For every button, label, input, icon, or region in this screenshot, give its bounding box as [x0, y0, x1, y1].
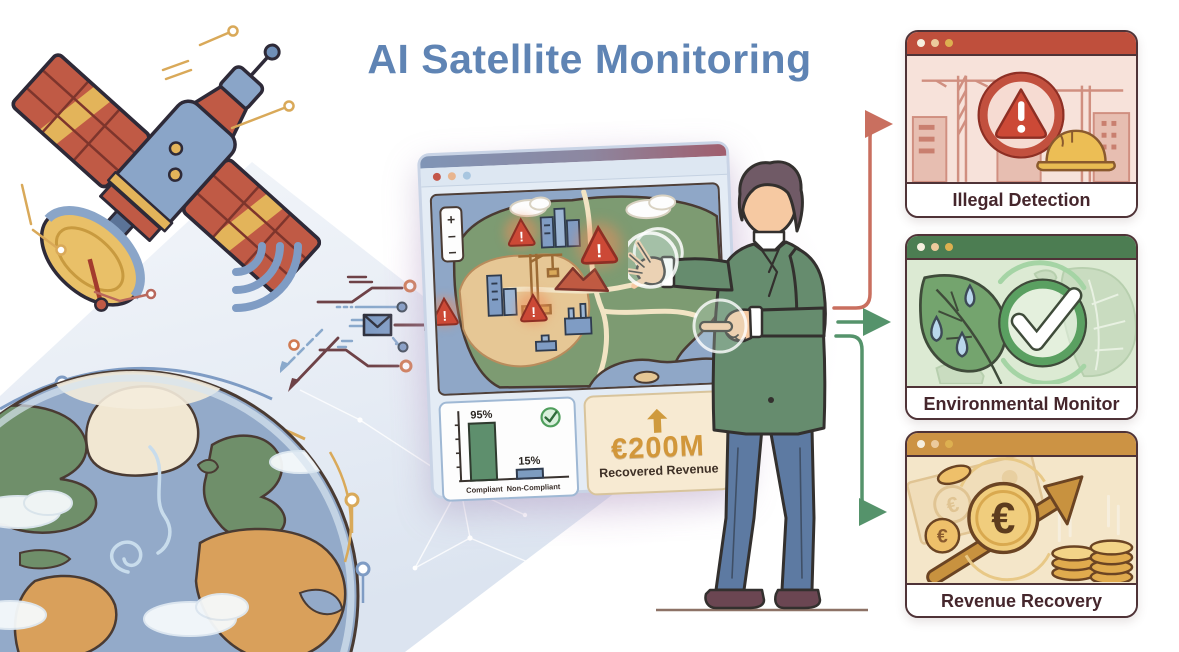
- map-view[interactable]: ! ! ! ! + − −: [429, 182, 728, 397]
- map-alert-icons[interactable]: ! ! ! !: [429, 211, 625, 329]
- card-header: [907, 433, 1136, 457]
- card-footer: Revenue Recovery: [907, 583, 1136, 616]
- arrow-to-illegal-detection: [832, 110, 893, 310]
- solar-panel-icon: [11, 53, 151, 189]
- hair: [737, 160, 804, 233]
- svg-text:!: !: [531, 304, 536, 320]
- zoom-out-button-2[interactable]: −: [448, 244, 457, 260]
- zoom-in-button[interactable]: +: [447, 211, 456, 227]
- circuit-decor: [20, 25, 295, 303]
- map-zoom-control[interactable]: + − −: [439, 206, 465, 263]
- card-label: Environmental Monitor: [923, 393, 1120, 414]
- check-icon: [540, 407, 561, 428]
- card-body: [907, 260, 1136, 386]
- bar-non-compliant: [515, 467, 545, 480]
- svg-text:!: !: [442, 308, 447, 324]
- dock-icon: [534, 334, 558, 352]
- bar-compliant: [467, 421, 499, 482]
- raised-hand: [628, 231, 679, 289]
- presenter-figure: [628, 160, 868, 612]
- satellite-dish-icon: [39, 206, 145, 312]
- compliance-bar-chart: 95% 15% Compliant Non-Compliant: [454, 407, 570, 495]
- check-circle-icon: [997, 260, 1088, 386]
- water-droplet-icon: [930, 283, 976, 358]
- card-body: [907, 56, 1136, 183]
- card-environmental-monitor[interactable]: Environmental Monitor: [905, 234, 1138, 420]
- card-dot: [917, 440, 925, 448]
- monitoring-dashboard-window: ! ! ! ! + − −: [416, 140, 744, 502]
- pointing-hand: [692, 298, 753, 354]
- warning-circle-icon: [977, 71, 1065, 159]
- card-dot: [931, 39, 939, 47]
- card-label: Illegal Detection: [952, 189, 1091, 210]
- crane-icon: [921, 75, 1011, 182]
- svg-text:!: !: [596, 241, 603, 262]
- svg-text:Non-Compliant: Non-Compliant: [506, 482, 561, 493]
- cloud-icon: [0, 450, 331, 637]
- zoom-out-button[interactable]: −: [447, 228, 456, 244]
- satellite-illustration: [11, 25, 322, 312]
- euro-coin-icon: €: [959, 457, 1051, 582]
- svg-text:€: €: [991, 495, 1015, 543]
- revenue-panel: €200M Recovered Revenue: [583, 389, 733, 496]
- card-dot: [945, 440, 953, 448]
- svg-text:!: !: [519, 228, 524, 244]
- card-footer: Illegal Detection: [907, 182, 1136, 216]
- construction-site-icon: [486, 274, 518, 317]
- card-dot: [931, 243, 939, 251]
- svg-text:Compliant: Compliant: [466, 484, 504, 495]
- mining-pile-icon: [554, 267, 610, 293]
- svg-text:95%: 95%: [470, 409, 493, 422]
- hard-hat-icon: [1036, 129, 1116, 172]
- card-dot: [931, 440, 939, 448]
- svg-text:€: €: [937, 526, 948, 548]
- svg-text:€: €: [944, 491, 962, 518]
- signal-waves-icon: [232, 242, 302, 312]
- coin-stack-icon: [1051, 539, 1134, 586]
- card-header: [907, 236, 1136, 260]
- card-dot: [945, 243, 953, 251]
- compliance-chart-panel: 95% 15% Compliant Non-Compliant: [438, 396, 580, 502]
- card-header: [907, 32, 1136, 56]
- up-arrow-icon: [646, 408, 667, 433]
- card-dot: [917, 39, 925, 47]
- svg-text:15%: 15%: [518, 455, 541, 468]
- factory-icon: [563, 302, 593, 336]
- leaf-icon: [919, 274, 1008, 385]
- card-footer: Environmental Monitor: [907, 386, 1136, 418]
- card-label: Revenue Recovery: [940, 590, 1103, 611]
- coin-icon: €: [924, 464, 972, 554]
- orbit-arc-blue: [0, 366, 273, 411]
- card-revenue-recovery[interactable]: € €: [905, 431, 1138, 618]
- card-body: € €: [907, 451, 1136, 586]
- card-dot: [945, 39, 953, 47]
- card-illegal-detection[interactable]: Illegal Detection: [905, 30, 1138, 218]
- page-title: AI Satellite Monitoring: [367, 36, 812, 82]
- card-dot: [917, 243, 925, 251]
- earth-globe: [0, 366, 371, 652]
- arrow-to-revenue-recovery: [834, 334, 887, 526]
